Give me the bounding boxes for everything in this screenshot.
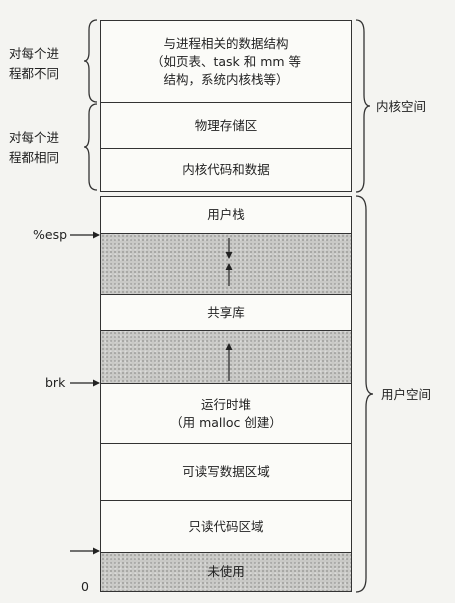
ro-code-block: 只读代码区域: [100, 500, 352, 552]
unused-block: 未使用: [100, 552, 352, 592]
brk-pointer-label: brk: [45, 375, 66, 390]
shared-libs-block: 共享库: [100, 294, 352, 330]
user-stack-block: 用户栈: [100, 196, 352, 233]
physical-memory-block: 物理存储区: [100, 102, 352, 148]
same-per-process-label: 对每个进 程都相同: [9, 130, 60, 165]
zero-address-label: 0: [81, 579, 89, 594]
left-brace-same: [83, 103, 98, 191]
rw-data-block: 可读写数据区域: [100, 443, 352, 500]
esp-pointer-label: %esp: [33, 227, 68, 242]
heap-gap-block: [100, 330, 352, 383]
stack-gap-block: [100, 233, 352, 294]
right-brace-kernel: [355, 19, 371, 193]
right-brace-user: [355, 195, 374, 593]
kernel-space-label: 内核空间: [376, 99, 427, 114]
left-brace-differs: [83, 19, 98, 103]
kernel-code-data-block: 内核代码和数据: [100, 148, 352, 192]
user-space-label: 用户空间: [381, 387, 432, 402]
runtime-heap-block: 运行时堆 （用 malloc 创建）: [100, 383, 352, 443]
differs-per-process-label: 对每个进 程都不同: [9, 46, 60, 81]
kernel-process-structures-block: 与进程相关的数据结构 （如页表、task 和 mm 等 结构，系统内核栈等）: [100, 20, 352, 102]
